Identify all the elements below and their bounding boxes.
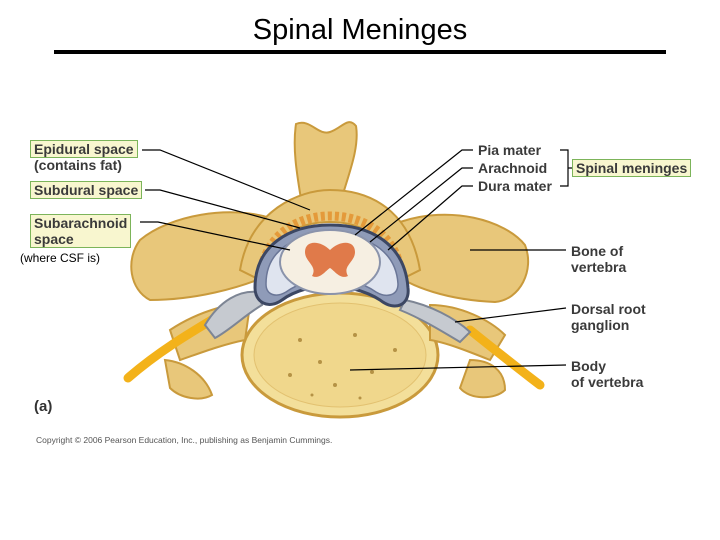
leader-dura xyxy=(387,185,473,251)
subarachnoid-label-2: space xyxy=(34,231,74,247)
epidural-contents-label: (contains fat) xyxy=(34,157,122,173)
vertebral-arch xyxy=(238,188,422,282)
leader-drg xyxy=(454,307,567,323)
vertebral-body-texture xyxy=(288,333,397,400)
leader-subdural xyxy=(145,189,301,229)
transverse-process-left xyxy=(130,211,282,302)
body-label-1: Body xyxy=(571,358,606,374)
drg-label-1: Dorsal root xyxy=(571,301,646,317)
subarachnoid-label: Subarachnoid xyxy=(34,215,128,231)
inferior-process-right xyxy=(458,358,507,399)
subdural-space-label: Subdural space xyxy=(30,181,143,199)
dorsal-root-ganglion-label: Dorsal root ganglion xyxy=(571,301,646,333)
page-title: Spinal Meninges xyxy=(252,14,468,46)
leader-body xyxy=(349,364,567,371)
bone-label-1: Bone of xyxy=(571,243,624,259)
leader-subarachnoid xyxy=(140,221,291,251)
dura-mater-label: Dura mater xyxy=(478,178,552,194)
spinal-nerve-right xyxy=(465,325,545,390)
bone-of-vertebra-label: Bone of vertebra xyxy=(571,243,626,275)
drg-label-2: ganglion xyxy=(571,317,630,333)
leader-epidural xyxy=(142,149,311,211)
epidural-space-label-box: Epidural space xyxy=(30,140,138,158)
leader-pia xyxy=(354,149,473,236)
bone-label-2: vertebra xyxy=(571,259,627,275)
title-underline xyxy=(54,50,666,54)
panel-label: (a) xyxy=(34,398,53,415)
transverse-process-right xyxy=(388,213,530,304)
gray-matter xyxy=(305,242,355,277)
copyright-text: Copyright © 2006 Pearson Education, Inc.… xyxy=(36,435,333,445)
arachnoid-label: Arachnoid xyxy=(478,160,548,176)
leader-arachnoid xyxy=(369,167,473,243)
dorsal-root-ganglion-right xyxy=(398,298,472,344)
meninges-bracket xyxy=(560,149,569,187)
subarachnoid-space-label-box: Subarachnoid space xyxy=(30,214,132,248)
pia-mater-label: Pia mater xyxy=(478,142,542,158)
inferior-process-left xyxy=(163,358,214,400)
body-of-vertebra-label: Body of vertebra xyxy=(571,358,643,390)
spinous-process xyxy=(293,121,358,206)
body-label-2: of vertebra xyxy=(571,374,644,390)
spinal-meninges-label: Spinal meninges xyxy=(572,159,692,177)
csf-note: (where CSF is) xyxy=(20,251,101,265)
epidural-space-label: Epidural space xyxy=(34,141,134,157)
